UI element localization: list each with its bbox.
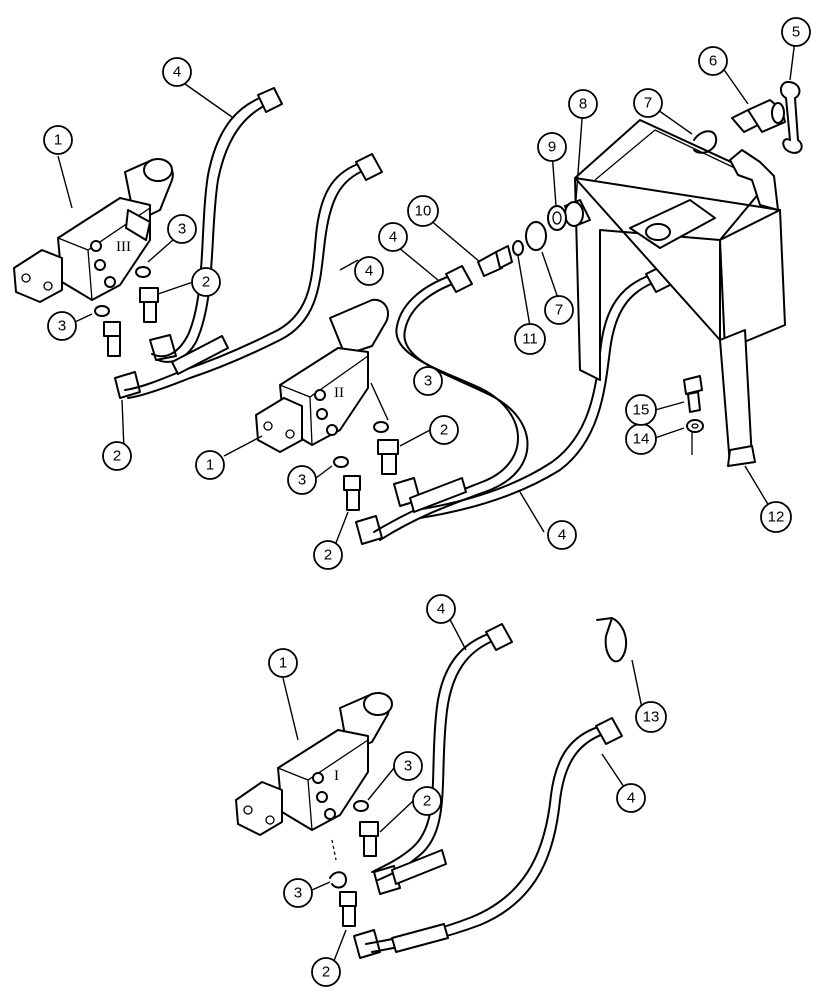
section-marking-1: I [334,768,339,784]
svg-text:4: 4 [365,263,373,280]
callout-2-e: 2 [412,786,442,816]
fittings-bracket [477,81,803,433]
callout-2-a: 2 [191,267,221,297]
callout-1-middle: 1 [195,450,225,480]
mounting-bracket [574,119,786,467]
svg-text:15: 15 [633,402,650,419]
callouts: 1 1 1 2 2 2 2 2 2 3 3 3 3 3 3 4 4 4 4 4 … [43,17,811,987]
svg-text:4: 4 [389,229,397,246]
svg-text:7: 7 [644,95,652,112]
svg-text:3: 3 [404,758,412,775]
svg-text:4: 4 [558,527,566,544]
callout-4-e: 4 [426,594,456,624]
svg-text:10: 10 [415,203,432,220]
fittings-section-2 [333,421,421,545]
callout-4-c: 4 [378,222,408,252]
callout-7-mid: 7 [544,295,574,325]
svg-text:3: 3 [294,885,302,902]
callout-15: 15 [625,394,657,426]
callout-9: 9 [537,132,567,162]
callout-14: 14 [625,423,657,455]
callout-3-c: 3 [413,366,443,396]
svg-text:3: 3 [298,472,306,489]
control-valve-section-2: II [255,298,390,453]
callout-12: 12 [760,501,792,533]
svg-text:2: 2 [322,964,330,981]
callout-8: 8 [568,89,598,119]
svg-text:4: 4 [627,790,635,807]
callout-4-b: 4 [354,256,384,286]
callout-13: 13 [635,701,667,733]
callout-3-e: 3 [393,751,423,781]
svg-text:7: 7 [555,302,563,319]
callout-4-d: 4 [547,520,577,550]
svg-text:4: 4 [173,64,181,81]
callout-3-b: 3 [47,311,77,341]
callout-3-a: 3 [167,214,197,244]
fittings-section-1 [329,800,401,959]
hose-group-middle [373,265,673,541]
callout-3-f: 3 [283,878,313,908]
callout-2-f: 2 [311,957,341,987]
svg-text:3: 3 [178,221,186,238]
svg-text:1: 1 [54,132,62,149]
svg-text:9: 9 [548,139,556,156]
svg-text:3: 3 [424,373,432,390]
svg-text:6: 6 [709,53,717,70]
section-marking-2: II [334,385,344,401]
callout-11: 11 [514,323,546,355]
svg-text:8: 8 [579,96,587,113]
callout-10: 10 [407,195,439,227]
callout-2-c: 2 [429,415,459,445]
callout-5: 5 [781,17,811,47]
hose-group-lower [365,623,623,953]
svg-text:1: 1 [279,655,287,672]
callout-2-d: 2 [313,540,343,570]
callout-1-lower: 1 [268,648,298,678]
callout-3-d: 3 [287,465,317,495]
svg-text:2: 2 [440,422,448,439]
svg-text:12: 12 [768,509,785,526]
svg-text:14: 14 [633,431,650,448]
svg-text:5: 5 [792,24,800,41]
callout-1-upper: 1 [43,125,73,155]
control-valve-section-3: III [13,158,174,303]
svg-text:2: 2 [423,793,431,810]
svg-text:2: 2 [202,274,210,291]
control-valve-section-1: I [235,692,393,861]
cable-tie [596,617,628,663]
callout-4-f: 4 [616,783,646,813]
callout-6: 6 [698,46,728,76]
svg-text:13: 13 [643,709,660,726]
hose-group-upper [124,87,383,399]
svg-text:2: 2 [113,448,121,465]
callout-2-b: 2 [102,441,132,471]
svg-text:11: 11 [522,331,538,348]
section-marking-3: III [116,239,131,255]
svg-text:3: 3 [58,318,66,335]
svg-text:1: 1 [206,457,214,474]
svg-text:4: 4 [437,601,445,618]
svg-text:2: 2 [324,547,332,564]
callout-7-top: 7 [633,88,663,118]
callout-4-a: 4 [162,57,192,87]
